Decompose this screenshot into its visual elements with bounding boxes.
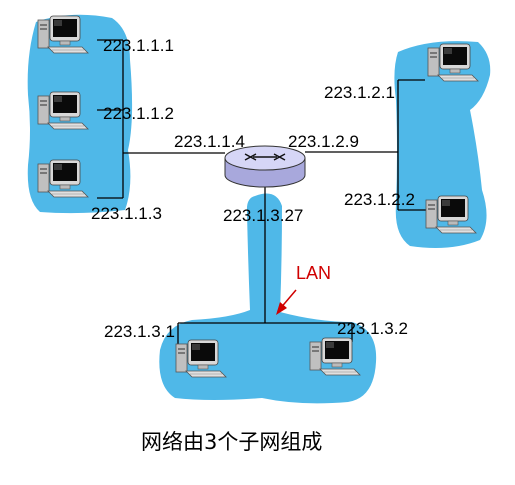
- network-links: [97, 39, 427, 348]
- host-address-label: 223.1.3.1: [104, 322, 175, 341]
- router-interface-label: 223.1.3.27: [223, 206, 304, 225]
- host-address-label: 223.1.1.3: [91, 204, 162, 223]
- host-address-label: 223.1.2.2: [344, 190, 415, 209]
- router-interface-label: 223.1.1.4: [174, 132, 245, 151]
- router-interface-label: 223.1.2.9: [288, 132, 359, 151]
- router-icon: [224, 145, 306, 188]
- host-address-label: 223.1.1.1: [103, 36, 174, 55]
- host-address-label: 223.1.2.1: [324, 83, 395, 102]
- lan-label: LAN: [296, 263, 332, 283]
- lan-arrow: [276, 289, 297, 315]
- host-address-label: 223.1.3.2: [337, 319, 408, 338]
- diagram-caption: 网络由3个子网组成: [141, 430, 323, 454]
- host-address-label: 223.1.1.2: [103, 104, 174, 123]
